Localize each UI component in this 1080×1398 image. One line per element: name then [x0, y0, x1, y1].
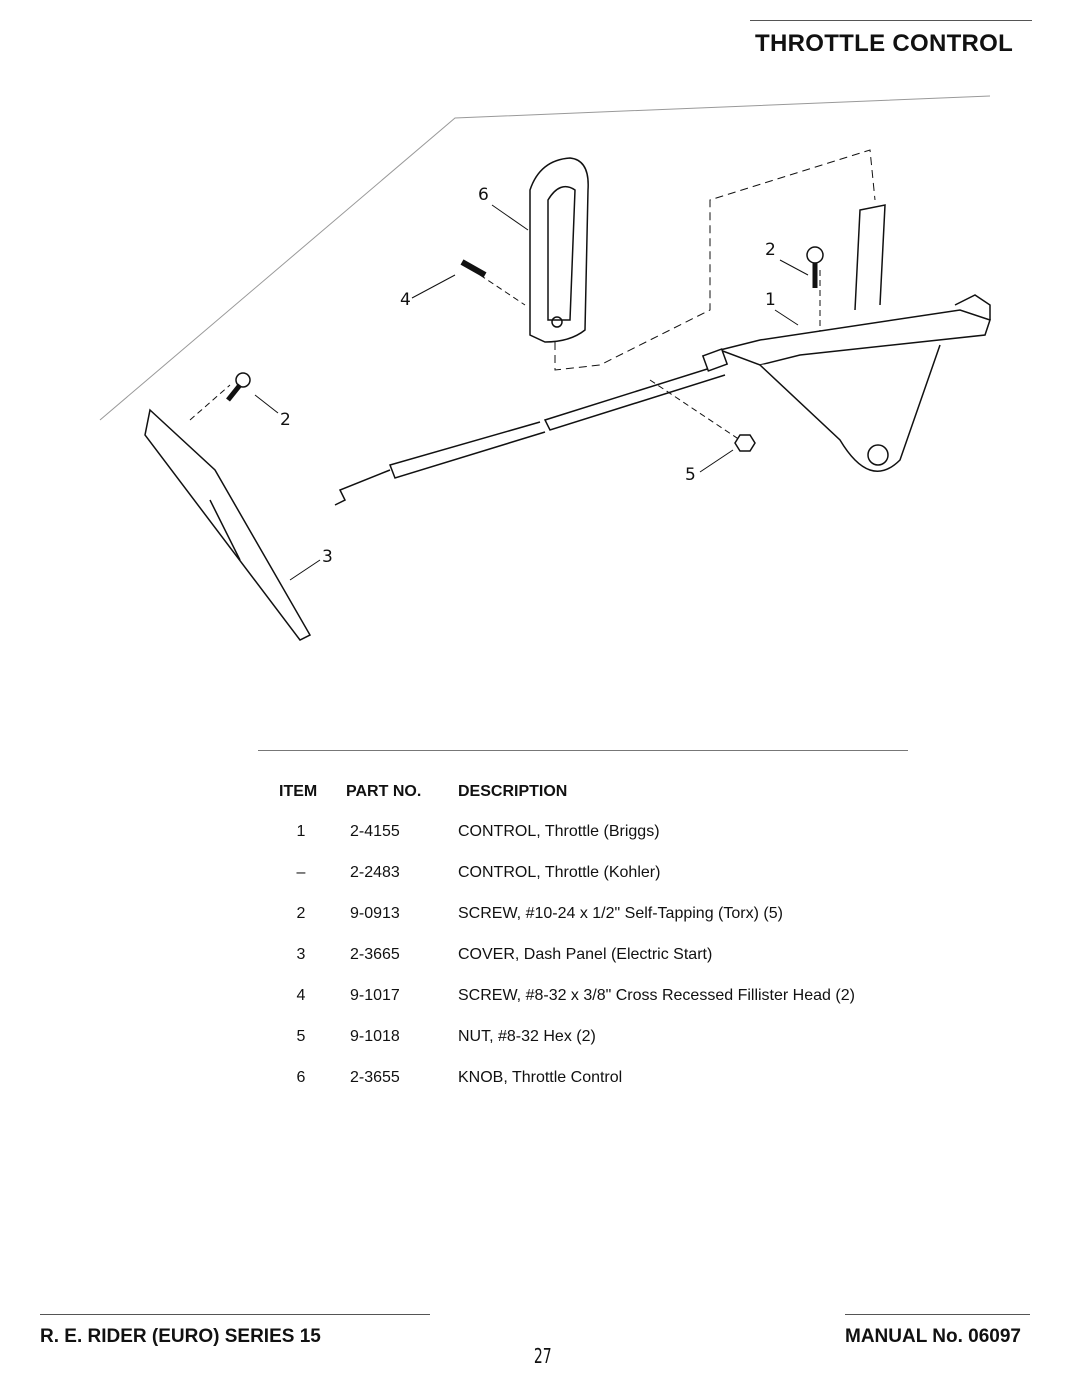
callout-5: 5 [685, 465, 696, 485]
description-cell: NUT, #8-32 Hex (2) [458, 1028, 596, 1045]
throttle-knob [529, 157, 589, 343]
footer-series-title: R. E. RIDER (EURO) SERIES 15 [40, 1326, 321, 1347]
description-cell: KNOB, Throttle Control [458, 1069, 623, 1086]
description-cell: COVER, Dash Panel (Electric Start) [458, 946, 713, 963]
item-cell: 3 [296, 946, 306, 963]
part-no-cell: 2-2483 [350, 864, 400, 881]
item-cell: 2 [296, 905, 306, 922]
page-number: 27 [533, 1344, 552, 1368]
nut-item-5 [734, 434, 756, 452]
title-rule [750, 20, 1032, 21]
callout-3: 3 [322, 547, 333, 567]
callout-4: 4 [400, 290, 411, 310]
footer-right-rule [845, 1314, 1030, 1315]
part-no-cell: 9-1018 [350, 1028, 400, 1045]
callout-2-lower: 2 [280, 410, 291, 430]
part-no-cell: 9-1017 [350, 987, 400, 1004]
footer-manual-number: MANUAL No. 06097 [845, 1326, 1021, 1347]
callout-1: 1 [765, 290, 776, 310]
description-cell: SCREW, #8-32 x 3/8" Cross Recessed Filli… [458, 987, 855, 1004]
screw-item-4 [460, 259, 487, 278]
item-cell: 4 [296, 987, 306, 1004]
callout-6: 6 [478, 185, 489, 205]
callout-2-upper: 2 [765, 240, 776, 260]
item-cell: 6 [296, 1069, 306, 1086]
column-header-item: ITEM [279, 783, 318, 800]
part-no-cell: 9-0913 [350, 905, 400, 922]
screw-item-2-lower [226, 372, 251, 402]
table-rule [258, 750, 908, 751]
throttle-cable [334, 348, 729, 506]
panel-outline [99, 95, 991, 421]
item-cell: 1 [296, 823, 306, 840]
page-title: THROTTLE CONTROL [755, 30, 1014, 57]
description-cell: SCREW, #10-24 x 1/2" Self-Tapping (Torx)… [458, 905, 783, 922]
item-cell: 5 [296, 1028, 306, 1045]
part-no-cell: 2-3665 [350, 946, 400, 963]
column-header-description: DESCRIPTION [458, 783, 568, 800]
item-cell: – [296, 864, 306, 881]
part-no-cell: 2-3655 [350, 1069, 400, 1086]
part-no-cell: 2-4155 [350, 823, 400, 840]
column-header-part-no: PART NO. [346, 783, 422, 800]
description-cell: CONTROL, Throttle (Briggs) [458, 823, 660, 840]
exploded-parts-diagram: 6 4 2 1 2 5 3 [99, 95, 991, 641]
footer-left-rule [40, 1314, 430, 1315]
description-cell: CONTROL, Throttle (Kohler) [458, 864, 661, 881]
screw-item-2-upper [806, 246, 824, 288]
throttle-control-bracket [717, 204, 991, 472]
dash-panel-cover [144, 408, 312, 641]
